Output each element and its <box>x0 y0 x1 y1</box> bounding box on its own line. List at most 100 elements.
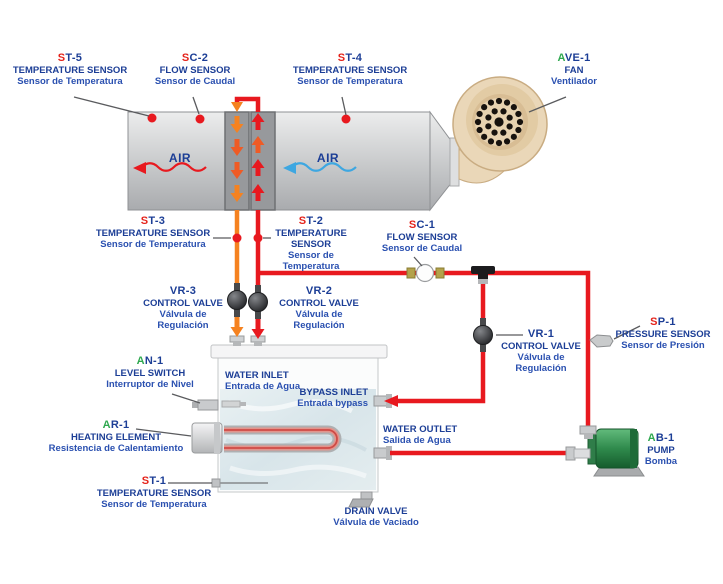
drain-valve-icon <box>348 491 374 508</box>
component-name-en: FLOW SENSOR <box>159 65 231 76</box>
label-an1: AN-1 LEVEL SWITCH Interruptor de Nivel <box>90 355 210 390</box>
air-duct <box>127 110 460 212</box>
component-name-es: Sensor de Temperatura <box>297 76 403 87</box>
component-name-en: FAN <box>564 65 584 76</box>
leader-lines <box>73 96 641 484</box>
pressure-sensor-sp1-icon <box>589 334 614 348</box>
component-name-es: Sensor de Temperatura <box>101 499 207 510</box>
pipes <box>230 210 591 456</box>
component-code: AN-1 <box>136 355 164 367</box>
component-name-es: Sensor de Presión <box>621 340 705 351</box>
sensor-dot-st5 <box>147 113 157 123</box>
component-code: ST-1 <box>141 475 167 487</box>
label-ar1: AR-1 HEATING ELEMENT Resistencia de Cale… <box>31 419 201 454</box>
component-code: SP-1 <box>650 316 676 328</box>
port-name-en: BYPASS INLET <box>299 387 368 398</box>
component-name-es: Sensor de Temperatura <box>282 250 340 272</box>
label-vr2: VR-2 CONTROL VALVE Válvula de Regulación <box>276 285 362 331</box>
component-name-es: Sensor de Caudal <box>381 243 463 254</box>
crossover-pipe <box>231 96 261 112</box>
level-switch-icon <box>192 399 246 411</box>
port-name-es: Válvula de Vaciado <box>333 517 419 528</box>
component-name-en: TEMPERATURE SENSOR <box>95 228 211 239</box>
label-bypass-inlet: BYPASS INLET Entrada bypass <box>258 387 368 409</box>
heating-element-icon <box>191 422 342 454</box>
bypass-pipe <box>398 273 486 404</box>
component-name-es: Sensor de Caudal <box>154 76 236 87</box>
component-name-en: TEMPERATURE SENSOR <box>96 488 212 499</box>
label-sc1: SC-1 FLOW SENSOR Sensor de Caudal <box>367 219 477 254</box>
component-code: VR-3 <box>169 285 197 297</box>
component-code: ST-3 <box>140 215 166 227</box>
component-name-es: Sensor de Temperatura <box>100 239 206 250</box>
component-name-es: Sensor de Temperatura <box>17 76 123 87</box>
component-name-en: CONTROL VALVE <box>143 298 223 309</box>
component-name-es: Ventilador <box>551 76 597 87</box>
tee-fitting-icon <box>471 266 495 284</box>
component-code: ST-2 <box>298 215 324 227</box>
port-name-en: WATER OUTLET <box>383 424 458 435</box>
inlet-arrow-red <box>251 318 265 339</box>
water-outlet-fitting <box>373 446 392 460</box>
air-label-right: AIR <box>316 151 340 165</box>
pump-top-fitting <box>579 425 597 435</box>
component-code: AR-1 <box>102 419 130 431</box>
component-name-es: Bomba <box>644 456 678 467</box>
sensor-dot-sc2 <box>195 114 205 124</box>
upflow-arrows <box>251 113 265 201</box>
control-valve-vr3-icon <box>227 283 247 317</box>
component-name-en: LEVEL SWITCH <box>114 368 186 379</box>
component-name-es: Válvula de Regulación <box>293 309 345 331</box>
port-name-es: Entrada de Agua <box>225 381 301 392</box>
control-valve-vr1-icon <box>473 318 493 352</box>
component-code: AB-1 <box>647 432 675 444</box>
fan-icon <box>452 76 548 184</box>
component-code: AVE-1 <box>557 52 591 64</box>
inlet-arrow-orange <box>230 316 244 337</box>
water-tank <box>210 335 392 508</box>
port-name-en: WATER INLET <box>225 370 289 381</box>
label-sp1: SP-1 PRESSURE SENSOR Sensor de Presión <box>608 316 718 351</box>
component-name-en: FLOW SENSOR <box>386 232 458 243</box>
air-label-left: AIR <box>168 151 192 165</box>
component-code: SC-1 <box>408 219 436 231</box>
airflow-arrow-right <box>283 162 357 174</box>
sensor-dot-st2 <box>253 233 263 243</box>
component-name-es: Interruptor de Nivel <box>106 379 194 390</box>
component-name-en: CONTROL VALVE <box>279 298 359 309</box>
flow-sensor-sc1-icon <box>406 263 445 283</box>
downflow-arrows <box>230 116 244 202</box>
component-name-en: TEMPERATURE SENSOR <box>12 65 128 76</box>
label-st5: ST-5 TEMPERATURE SENSOR Sensor de Temper… <box>5 52 135 87</box>
component-name-en: HEATING ELEMENT <box>70 432 162 443</box>
component-code: VR-1 <box>527 328 555 340</box>
component-code: ST-5 <box>57 52 83 64</box>
component-name-en: TEMPERATURE SENSOR <box>292 65 408 76</box>
component-name-es: Válvula de Regulación <box>515 352 567 374</box>
label-sc2: SC-2 FLOW SENSOR Sensor de Caudal <box>135 52 255 87</box>
component-name-es: Válvula de Regulación <box>157 309 209 331</box>
port-name-es: Entrada bypass <box>297 398 368 409</box>
control-valve-vr2-icon <box>248 285 268 319</box>
component-name-en: TEMPERATURE SENSOR <box>275 228 347 250</box>
pump-icon <box>565 425 645 477</box>
port-name-en: DRAIN VALVE <box>344 506 408 517</box>
label-vr1: VR-1 CONTROL VALVE Válvula de Regulación <box>495 328 587 374</box>
sensor-dot-st3 <box>232 233 242 243</box>
label-st3: ST-3 TEMPERATURE SENSOR Sensor de Temper… <box>93 215 213 250</box>
label-ab1: AB-1 PUMP Bomba <box>616 432 706 467</box>
label-water-inlet: WATER INLET Entrada de Agua <box>225 370 355 392</box>
tank-lid <box>210 344 388 359</box>
main-red-pipe <box>258 270 591 428</box>
label-st4: ST-4 TEMPERATURE SENSOR Sensor de Temper… <box>285 52 415 87</box>
port-name-es: Salida de Agua <box>383 435 451 446</box>
bypass-arrowhead <box>384 395 398 407</box>
component-code: SC-2 <box>181 52 209 64</box>
sensor-dot-st4 <box>341 114 351 124</box>
component-code: ST-4 <box>337 52 363 64</box>
label-ave1: AVE-1 FAN Ventilador <box>524 52 624 87</box>
fan-dots <box>474 97 524 147</box>
component-name-en: PRESSURE SENSOR <box>615 329 711 340</box>
